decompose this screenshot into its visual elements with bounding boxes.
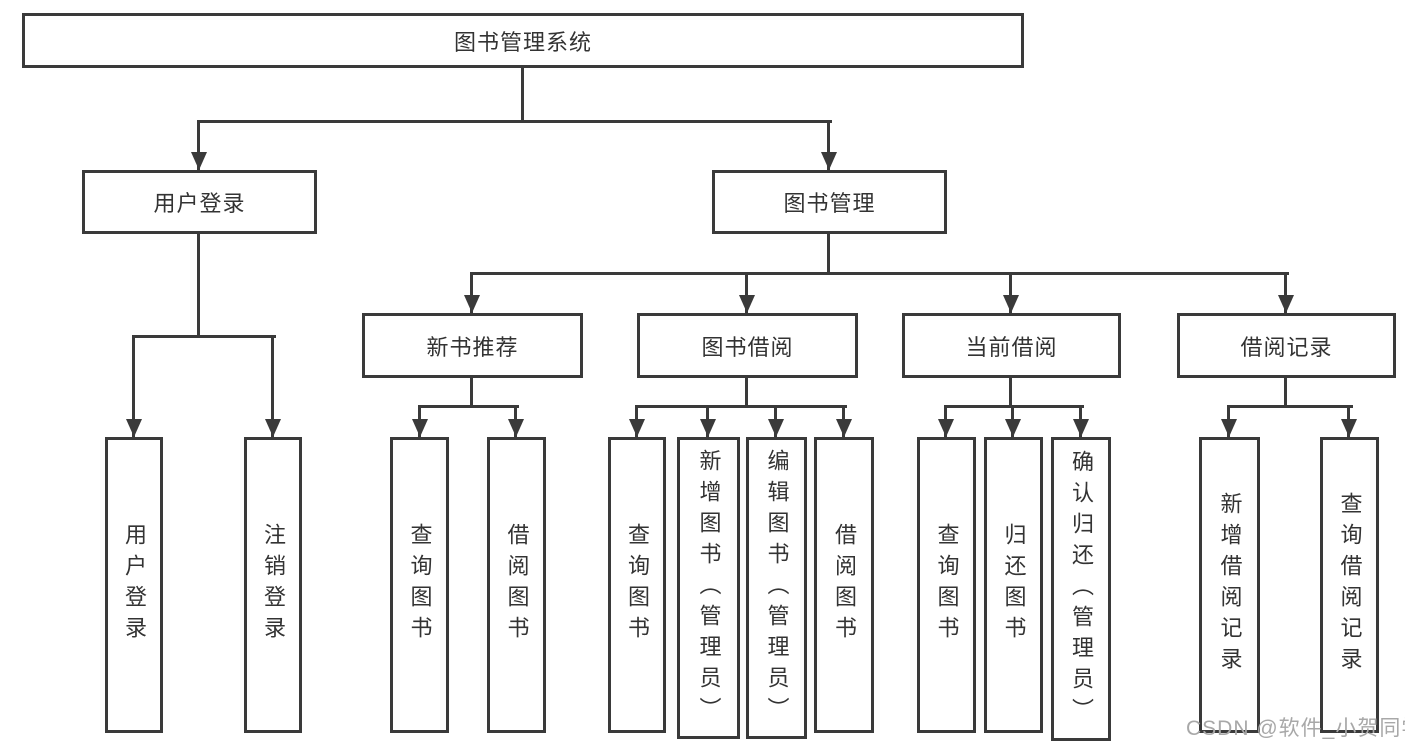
node-user-login: 用户登录	[82, 170, 317, 234]
connector-line	[1284, 272, 1287, 313]
arrow-down-icon	[821, 152, 837, 170]
leaf-current-return-books: 归还图书	[984, 437, 1043, 733]
leaf-label: 新增图书（管理员）	[696, 448, 722, 728]
leaf-borrow-edit-books-admin: 编辑图书（管理员）	[746, 437, 807, 739]
connector-line	[271, 335, 274, 437]
node-new-book-recommend: 新书推荐	[362, 313, 583, 378]
connector-line	[1227, 405, 1353, 408]
arrow-down-icon	[739, 295, 755, 313]
arrow-down-icon	[412, 419, 428, 437]
leaf-current-query-books: 查询图书	[917, 437, 976, 733]
leaf-label: 查询图书	[934, 523, 960, 647]
arrow-down-icon	[265, 419, 281, 437]
leaf-label: 查询借阅记录	[1337, 492, 1363, 678]
node-label: 图书管理系统	[453, 29, 592, 55]
arrow-down-icon	[191, 152, 207, 170]
connector-line	[827, 234, 830, 275]
node-borrow-history: 借阅记录	[1177, 313, 1396, 378]
leaf-label: 查询图书	[407, 523, 433, 647]
leaf-label: 编辑图书（管理员）	[764, 448, 790, 728]
node-label: 图书管理	[783, 191, 876, 216]
node-library-system: 图书管理系统	[22, 13, 1024, 68]
leaf-label: 查询图书	[625, 523, 650, 647]
arrow-down-icon	[1003, 295, 1019, 313]
connector-line	[1009, 272, 1012, 313]
node-book-borrow: 图书借阅	[637, 313, 858, 378]
arrow-down-icon	[938, 419, 954, 437]
arrow-down-icon	[1005, 419, 1021, 437]
arrow-down-icon	[508, 419, 524, 437]
arrow-down-icon	[1341, 419, 1357, 437]
csdn-watermark: CSDN @软件_小贺同学	[1186, 717, 1405, 740]
arrow-down-icon	[700, 419, 716, 437]
node-label: 用户登录	[153, 191, 246, 216]
leaf-history-add-record: 新增借阅记录	[1199, 437, 1260, 733]
arrow-down-icon	[1221, 419, 1237, 437]
connector-line	[1009, 378, 1012, 408]
leaf-label: 借阅图书	[504, 523, 530, 647]
leaf-history-query-record: 查询借阅记录	[1320, 437, 1379, 733]
leaf-borrow-query-books: 查询图书	[608, 437, 666, 733]
connector-line	[418, 405, 519, 408]
leaf-label: 确认归还（管理员）	[1069, 449, 1094, 729]
node-book-management: 图书管理	[712, 170, 947, 234]
leaf-logout: 注销登录	[244, 437, 302, 733]
connector-line	[521, 68, 524, 123]
connector-line	[944, 405, 1084, 408]
connector-line	[197, 120, 200, 170]
connector-line	[745, 378, 748, 408]
arrow-down-icon	[1278, 295, 1294, 313]
connector-line	[470, 272, 473, 313]
arrow-down-icon	[768, 419, 784, 437]
arrow-down-icon	[629, 419, 645, 437]
leaf-label: 借阅图书	[832, 523, 857, 647]
connector-line	[197, 233, 200, 338]
connector-line	[132, 335, 276, 338]
leaf-label: 归还图书	[1001, 523, 1027, 647]
leaf-borrow-add-books-admin: 新增图书（管理员）	[677, 437, 740, 739]
connector-line	[635, 405, 847, 408]
arrow-down-icon	[1073, 419, 1089, 437]
node-label: 图书借阅	[701, 334, 794, 360]
leaf-newbook-query-books: 查询图书	[390, 437, 449, 733]
connector-line	[1284, 378, 1287, 408]
node-label: 借阅记录	[1240, 334, 1333, 360]
arrow-down-icon	[464, 295, 480, 313]
node-current-borrow: 当前借阅	[902, 313, 1121, 378]
leaf-user-login: 用户登录	[105, 437, 163, 733]
leaf-label: 注销登录	[261, 523, 286, 647]
arrow-down-icon	[126, 419, 142, 437]
connector-line	[470, 378, 473, 408]
connector-line	[745, 272, 748, 313]
leaf-label: 用户登录	[122, 523, 147, 647]
node-label: 当前借阅	[965, 334, 1058, 360]
leaf-newbook-borrow-books: 借阅图书	[487, 437, 546, 733]
leaf-label: 新增借阅记录	[1217, 492, 1243, 678]
node-label: 新书推荐	[426, 334, 519, 360]
leaf-borrow-borrow-books: 借阅图书	[814, 437, 874, 733]
connector-line	[197, 120, 832, 123]
connector-line	[132, 335, 135, 437]
leaf-current-confirm-return-admin: 确认归还（管理员）	[1051, 437, 1111, 741]
connector-line	[827, 120, 830, 170]
connector-line	[470, 272, 1289, 275]
arrow-down-icon	[836, 419, 852, 437]
